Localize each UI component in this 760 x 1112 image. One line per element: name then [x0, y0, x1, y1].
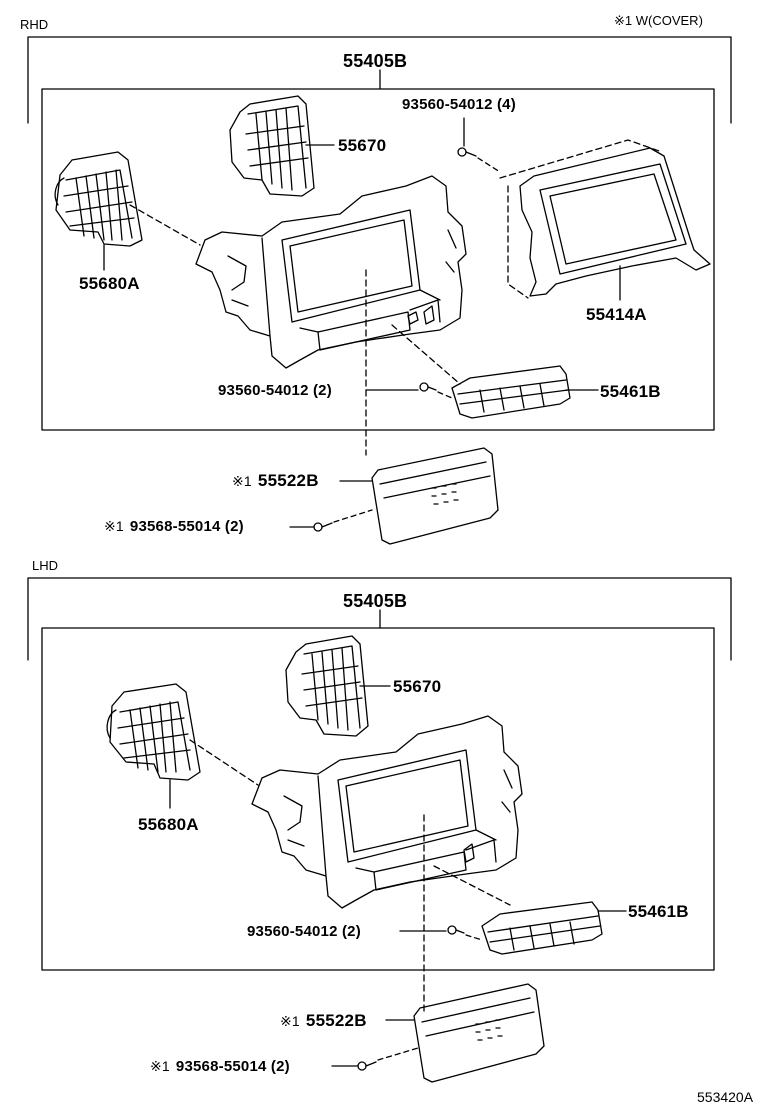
lhd-outer-bracket	[27, 577, 732, 661]
lhd-center-panel	[251, 715, 523, 909]
rhd-55461b-label: 55461B	[600, 382, 661, 401]
lhd-55680a-label: 55680A	[138, 815, 199, 834]
rhd-93568-label: 93568-55014 (2)	[129, 518, 244, 535]
rhd-switch-55461b	[451, 365, 571, 419]
lhd-assembly-label: 55405B	[343, 591, 408, 611]
lhd-55461b-label: 55461B	[628, 902, 689, 921]
rhd-vent-55680a	[54, 151, 143, 247]
rhd-55670-label: 55670	[338, 136, 387, 155]
rhd-55680a-label: 55680A	[79, 274, 140, 293]
lhd-55522b-callout: ※1 55522B	[280, 1012, 367, 1029]
lhd-section-title: LHD	[32, 558, 59, 573]
rhd-55522b-mark: ※1	[232, 473, 252, 489]
rhd-outer-bracket	[27, 36, 732, 124]
lhd-vent-55670	[285, 635, 369, 737]
rhd-section-title: RHD	[20, 17, 49, 32]
rhd-vent-55670	[229, 95, 315, 197]
figure-code: 553420A	[697, 1089, 754, 1105]
lhd-switch-55461b	[481, 901, 603, 955]
rhd-55522b-label: 55522B	[257, 471, 319, 490]
lhd-vent-55680a	[106, 683, 201, 781]
rhd-cover-55414a	[519, 147, 711, 297]
rhd-screw-upper-label: 93560-54012 (4)	[402, 96, 516, 113]
rhd-55414a-label: 55414A	[586, 305, 647, 324]
rhd-assembly-label: 55405B	[343, 51, 408, 71]
rhd-screw-93568	[313, 522, 333, 532]
cover-note: ※1 W(COVER)	[614, 13, 703, 28]
lhd-cover-55522b	[413, 983, 545, 1083]
rhd-cover-55522b	[371, 447, 499, 545]
rhd-93568-mark: ※1	[104, 518, 124, 534]
lhd-55522b-mark: ※1	[280, 1013, 300, 1029]
rhd-55522b-callout: ※1 55522B	[232, 472, 319, 489]
rhd-assembly-box	[41, 88, 715, 431]
lhd-93568-label: 93568-55014 (2)	[175, 1058, 290, 1075]
lhd-screw-93568	[357, 1061, 377, 1071]
lhd-assembly-box	[41, 627, 715, 971]
lhd-93568-mark: ※1	[150, 1058, 170, 1074]
lhd-screw	[447, 925, 465, 935]
lhd-55522b-label: 55522B	[305, 1011, 367, 1030]
lhd-93568-callout: ※1 93568-55014 (2)	[150, 1059, 290, 1074]
rhd-93568-callout: ※1 93568-55014 (2)	[104, 519, 244, 534]
lhd-screw-label: 93560-54012 (2)	[247, 923, 361, 940]
rhd-screw-upper	[457, 147, 477, 157]
rhd-screw-lower-label: 93560-54012 (2)	[218, 382, 332, 399]
rhd-center-panel	[195, 175, 467, 369]
lhd-55670-label: 55670	[393, 677, 442, 696]
rhd-screw-lower	[419, 382, 437, 392]
